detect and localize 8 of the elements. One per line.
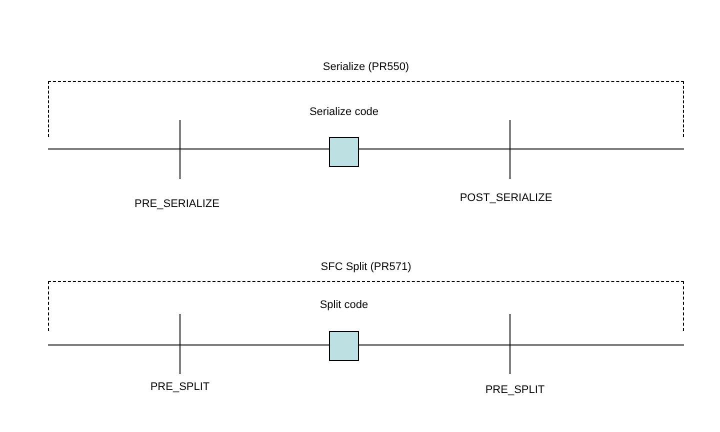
hook-label: PRE_SPLIT [150, 381, 210, 394]
hook-label: PRE_SPLIT [485, 384, 545, 397]
section-title: SFC Split (PR571) [320, 261, 412, 274]
code-label: Serialize code [309, 106, 379, 119]
section-title: Serialize (PR550) [322, 61, 410, 74]
hook-label: PRE_SERIALIZE [134, 198, 220, 211]
code-label: Split code [320, 299, 368, 312]
hook-label: POST_SERIALIZE [460, 192, 552, 205]
